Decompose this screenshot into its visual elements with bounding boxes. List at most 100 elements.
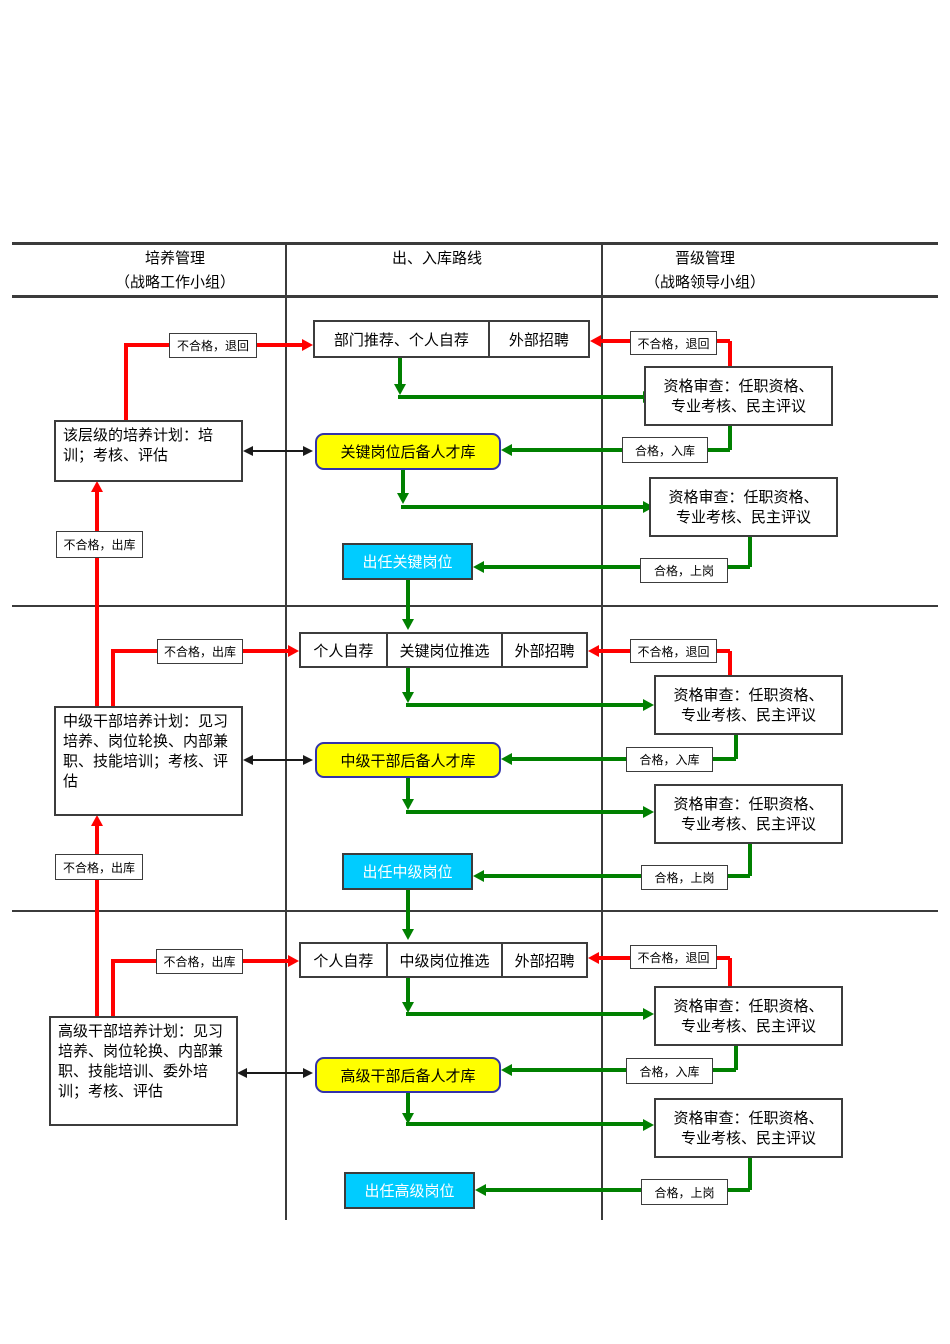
review-line: 资格审查：任职资格、: [673, 997, 824, 1015]
arrowhead-right: [643, 500, 654, 513]
flow-line: [480, 874, 750, 878]
flow-line: [95, 823, 99, 856]
plan-box-key: 该层级的培养计划：培训；考核、评估: [54, 420, 243, 482]
review-line: 资格审查：任职资格、: [673, 795, 824, 813]
review-line: 资格审查：任职资格、: [668, 488, 819, 506]
flow-line: [482, 1188, 750, 1192]
arrowhead-down: [401, 929, 414, 940]
review-box-senior-post: 资格审查：任职资格、 专业考核、民主评议: [654, 1098, 843, 1158]
flow-line: [508, 757, 736, 761]
section-divider-2: [12, 910, 938, 912]
flow-line: [95, 874, 99, 1018]
flow-line: [734, 1046, 738, 1070]
flow-line: [734, 735, 738, 759]
intake-box-senior: 个人自荐 中级岗位推选 外部招聘: [299, 942, 588, 978]
intake-cell: 个人自荐: [313, 951, 374, 970]
plan-box-senior: 高级干部培养计划：见习培养、岗位轮换、内部兼职、技能培训、委外培训；考核、评估: [49, 1016, 238, 1126]
review-line: 资格审查：任职资格、: [663, 377, 814, 395]
flow-line: [398, 358, 402, 386]
section-divider-1: [12, 605, 938, 607]
arrowhead-down: [401, 1113, 414, 1124]
review-line: 资格审查：任职资格、: [673, 1109, 824, 1127]
arrowhead-right: [288, 644, 299, 657]
flow-line: [728, 651, 732, 677]
flow-line: [124, 345, 128, 422]
review-line: 专业考核、民主评议: [680, 815, 816, 833]
arrowhead-left: [501, 752, 512, 765]
pool-box-senior: 高级干部后备人才库: [315, 1057, 501, 1093]
lane-subtitle: （战略领导小组）: [644, 273, 765, 291]
arrowhead-right: [288, 954, 299, 967]
flow-line: [253, 450, 305, 452]
intake-cell: 外部招聘: [487, 322, 588, 356]
intake-cell: 关键岗位推选: [385, 634, 501, 666]
label-qualified-to-post: 合格，上岗: [641, 865, 728, 890]
label-qualified-into-pool: 合格，入库: [622, 437, 708, 463]
review-line: 专业考核、民主评议: [680, 1017, 816, 1035]
label-qualified-to-post: 合格，上岗: [641, 1179, 728, 1205]
arrowhead-left: [237, 1067, 247, 1078]
intake-box-middle: 个人自荐 关键岗位推选 外部招聘: [299, 632, 588, 668]
label-unqualified-return: 不合格，退回: [630, 639, 717, 663]
flow-line: [728, 341, 732, 368]
flow-line: [111, 961, 115, 1018]
label-qualified-into-pool: 合格，入库: [626, 1058, 713, 1084]
arrowhead-down: [393, 384, 406, 395]
lane-header-route: 出、入库路线: [337, 246, 537, 270]
lane-title: 出、入库路线: [391, 249, 482, 267]
arrowhead-up: [90, 815, 103, 826]
flow-line: [480, 565, 750, 569]
flow-line: [406, 1122, 644, 1126]
label-unqualified-out: 不合格，出库: [156, 949, 243, 974]
arrowhead-right: [643, 1007, 654, 1020]
flow-line: [253, 759, 305, 761]
flow-line: [748, 844, 752, 876]
header-bottom-line: [12, 295, 938, 298]
appoint-box-middle: 出任中级岗位: [342, 853, 473, 890]
arrowhead-down: [401, 1002, 414, 1013]
lane-subtitle: （战略工作小组）: [114, 273, 235, 291]
review-box-senior-entry: 资格审查：任职资格、 专业考核、民主评议: [654, 986, 843, 1046]
arrowhead-left: [501, 1063, 512, 1076]
pool-box-key: 关键岗位后备人才库: [315, 433, 501, 470]
flow-line: [398, 395, 644, 399]
appoint-box-key: 出任关键岗位: [342, 543, 473, 580]
review-box-middle-post: 资格审查：任职资格、 专业考核、民主评议: [654, 784, 843, 844]
arrowhead-right: [303, 754, 313, 765]
arrowhead-left: [590, 334, 601, 347]
label-unqualified-out: 不合格，出库: [157, 639, 243, 664]
intake-cell: 部门推荐、个人自荐: [333, 330, 469, 349]
arrowhead-down: [401, 799, 414, 810]
arrowhead-left: [501, 443, 512, 456]
flow-line: [406, 1012, 644, 1016]
pool-box-middle: 中级干部后备人才库: [315, 742, 501, 778]
flow-line: [406, 668, 410, 693]
flow-line: [111, 651, 115, 708]
arrowhead-right: [303, 445, 313, 456]
arrowhead-left: [473, 869, 484, 882]
lane-header-promotion: 晋级管理 （战略领导小组）: [600, 246, 810, 294]
flow-line: [247, 1072, 305, 1074]
flow-line: [401, 470, 405, 494]
flow-line: [728, 958, 732, 988]
label-unqualified-return: 不合格，退回: [169, 333, 257, 358]
flow-line: [406, 778, 410, 801]
flow-line: [95, 556, 99, 708]
column-divider-2: [601, 242, 603, 1220]
review-line: 专业考核、民主评议: [680, 1129, 816, 1147]
review-box-key-post: 资格审查：任职资格、 专业考核、民主评议: [649, 477, 838, 537]
table-top-line: [12, 242, 938, 245]
label-unqualified-out: 不合格，出库: [56, 531, 143, 558]
arrowhead-right: [302, 338, 313, 351]
intake-box-key: 部门推荐、个人自荐 外部招聘: [313, 320, 590, 358]
arrowhead-left: [588, 644, 599, 657]
arrowhead-left: [588, 951, 599, 964]
lane-title: 培养管理: [144, 249, 205, 267]
flow-line: [748, 1158, 752, 1190]
column-divider-1: [285, 242, 287, 1220]
lane-header-training: 培养管理 （战略工作小组）: [65, 246, 285, 294]
intake-cell: 外部招聘: [501, 634, 586, 666]
intake-cell: 外部招聘: [501, 944, 586, 976]
flow-line: [401, 505, 644, 509]
flow-line: [406, 978, 410, 1003]
